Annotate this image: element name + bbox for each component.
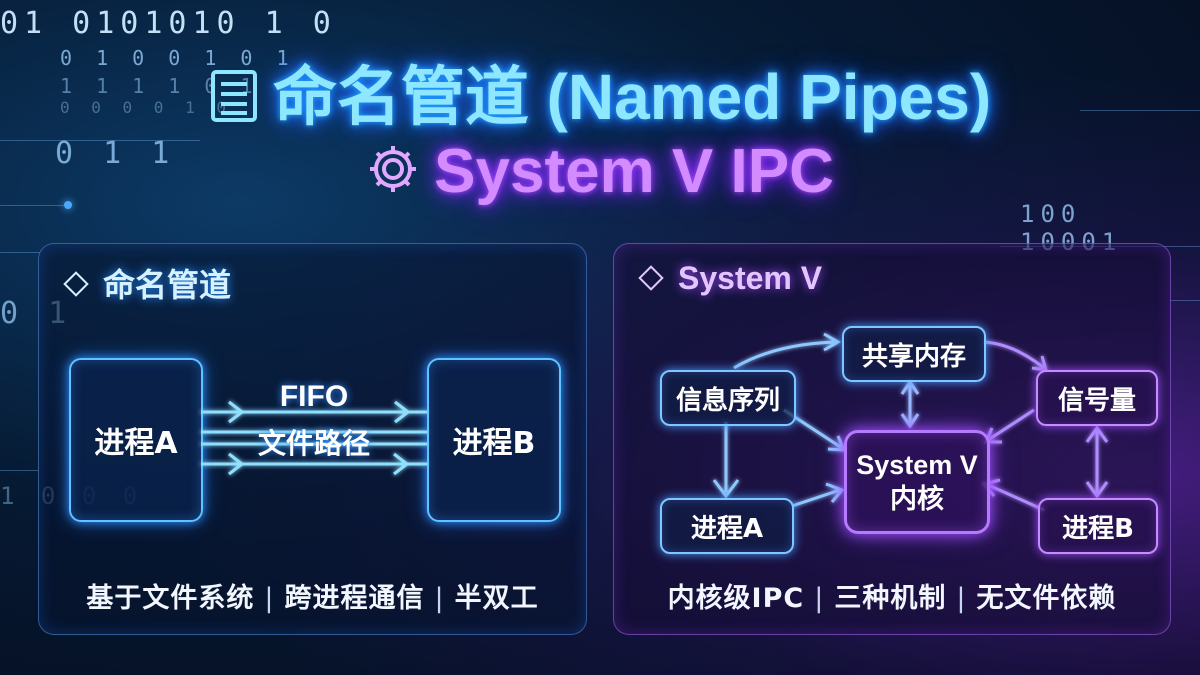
system-v-panel: System V — [613, 243, 1171, 635]
feature-item: 基于文件系统 — [86, 583, 255, 614]
named-pipe-panel: 命名管道 进程A 进程B FIFO 文件路径 基于文件系统 | 跨进程通信 | 半双工 — [38, 243, 587, 635]
separator: | — [956, 583, 967, 614]
circuit-trace — [1080, 110, 1200, 111]
panel-heading-text: 命名管道 — [103, 266, 232, 304]
feature-item: 内核级IPC — [667, 583, 805, 614]
message-queue-box: 信息序列 — [660, 370, 796, 426]
named-pipe-features: 基于文件系统 | 跨进程通信 | 半双工 — [39, 576, 586, 615]
process-a-box: 进程A — [69, 358, 203, 522]
pipe-arrows — [201, 400, 427, 476]
binary-text: 1 1 1 1 0 1 — [60, 74, 259, 98]
main-title-text: 命名管道 (Named Pipes) — [272, 61, 992, 133]
process-b-box: 进程B — [427, 358, 561, 522]
process-a-label: 进程A — [690, 513, 764, 544]
kernel-label-line2: 内核 — [890, 484, 944, 514]
process-b-label: 进程B — [452, 426, 536, 461]
binary-text: 0 0 0 0 1 0 — [60, 98, 232, 117]
circuit-trace — [0, 205, 70, 206]
circuit-trace — [0, 140, 200, 141]
gear-icon — [366, 140, 420, 211]
shared-memory-box: 共享内存 — [842, 326, 986, 382]
feature-item: 无文件依赖 — [976, 583, 1117, 614]
feature-item: 跨进程通信 — [284, 583, 425, 614]
process-b-label: 进程B — [1062, 513, 1134, 544]
separator: | — [814, 583, 825, 614]
circuit-trace — [1170, 300, 1200, 301]
system-v-kernel-box: System V 内核 — [844, 430, 990, 534]
shared-memory-label: 共享内存 — [861, 341, 966, 372]
process-b-box: 进程B — [1038, 498, 1158, 554]
separator: | — [434, 583, 445, 614]
file-path-label: 文件路径 — [257, 427, 370, 460]
ipc-arrows — [712, 332, 1109, 512]
feature-item: 三种机制 — [834, 583, 947, 614]
semaphore-label: 信号量 — [1057, 385, 1136, 416]
circuit-trace — [0, 252, 40, 253]
sub-title: System V IPC — [0, 136, 1200, 211]
process-a-box: 进程A — [660, 498, 794, 554]
panel-heading: 命名管道 — [63, 260, 232, 306]
circuit-node — [64, 201, 72, 209]
binary-text: 0 1 1 — [55, 136, 176, 171]
binary-text: 01 0101010 1 0 — [0, 6, 337, 41]
process-a-label: 进程A — [94, 426, 178, 461]
document-list-icon — [209, 65, 259, 139]
kernel-label-line1: System V — [856, 450, 978, 480]
system-v-features: 内核级IPC | 三种机制 | 无文件依赖 — [614, 576, 1170, 615]
fifo-label: FIFO — [279, 380, 349, 413]
panel-heading-text: System V — [678, 260, 823, 296]
sub-title-text: System V IPC — [434, 137, 834, 206]
message-queue-label: 信息序列 — [675, 385, 780, 416]
semaphore-box: 信号量 — [1036, 370, 1158, 426]
panel-heading: System V — [638, 260, 823, 297]
binary-text: 0 1 0 0 1 0 1 — [60, 46, 295, 70]
main-title: 命名管道 (Named Pipes) — [0, 46, 1200, 139]
circuit-trace — [0, 470, 38, 471]
separator: | — [264, 583, 275, 614]
feature-item: 半双工 — [454, 583, 539, 614]
